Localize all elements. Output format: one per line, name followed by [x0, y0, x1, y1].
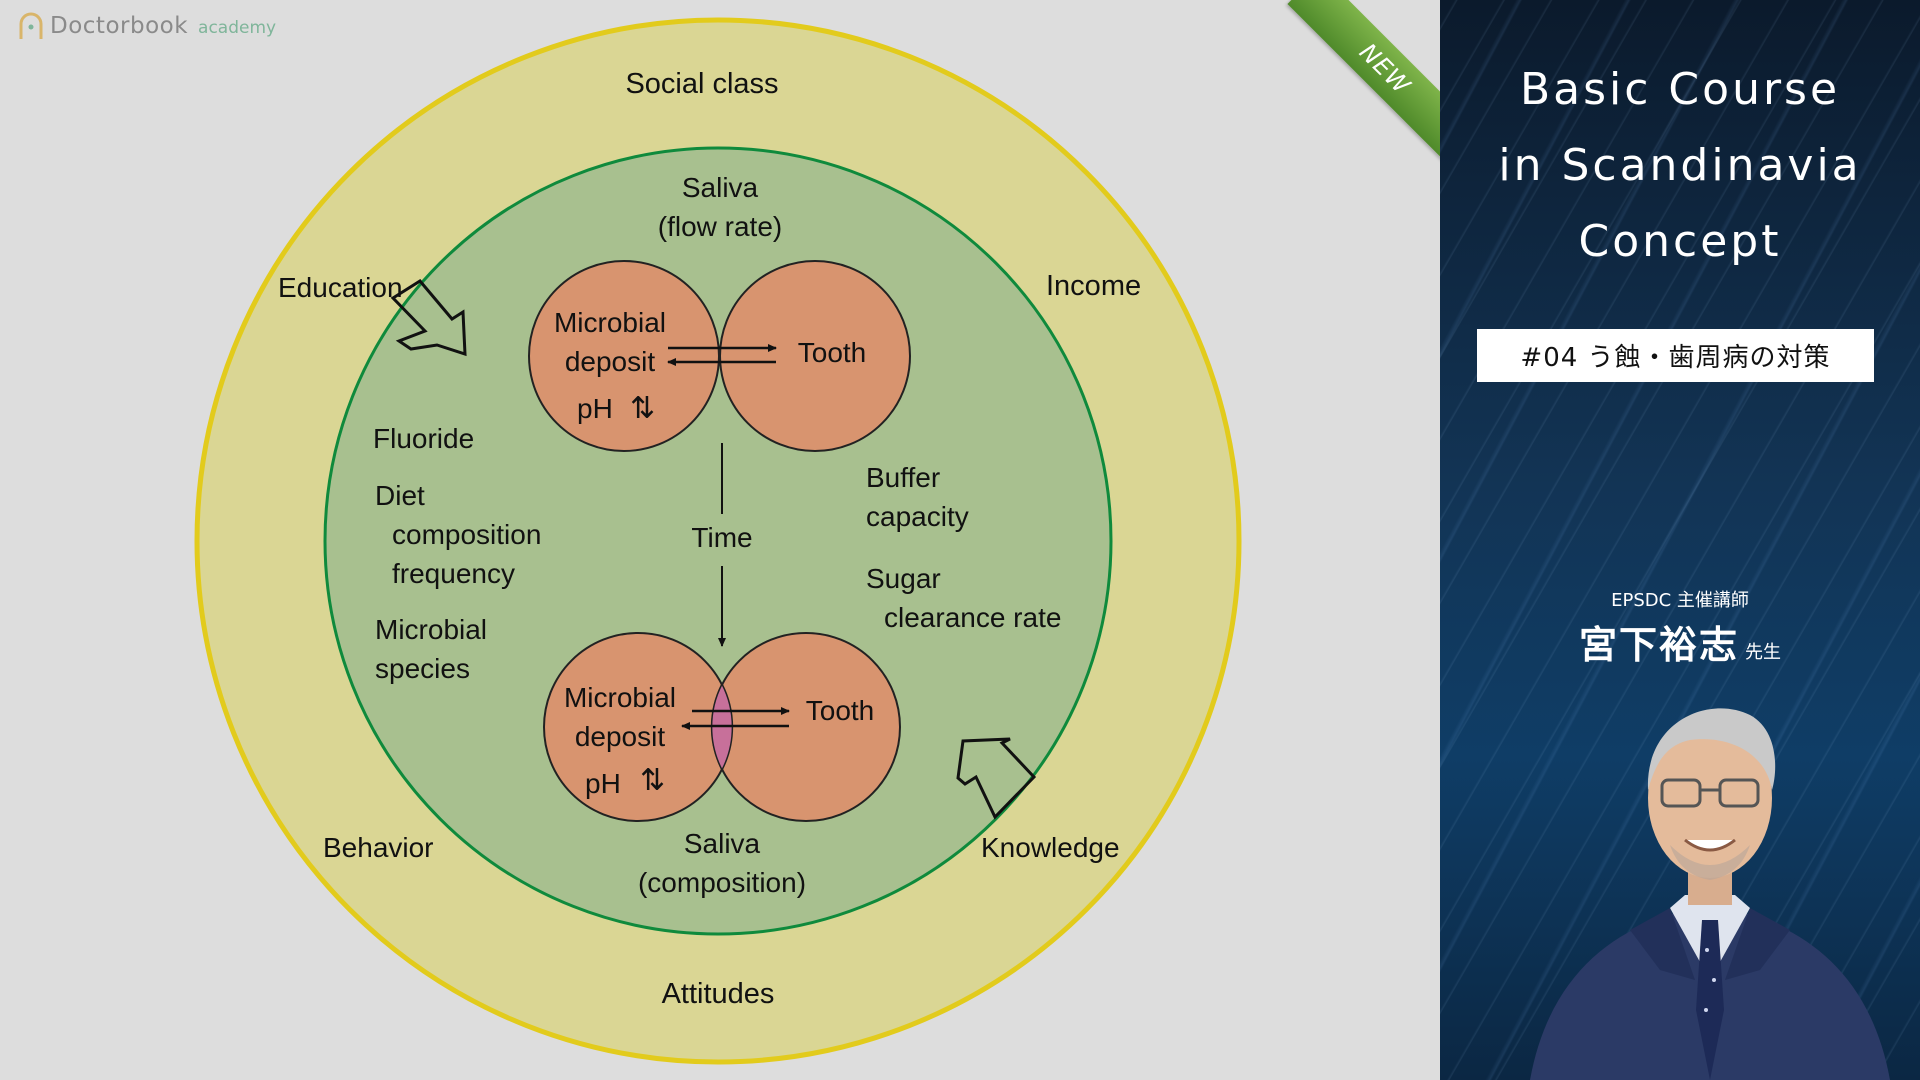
label-flow-rate: (flow rate): [658, 211, 782, 242]
top-deposit-tooth-pair: [528, 260, 911, 452]
bottom-label-microbial: Microbial: [564, 682, 676, 713]
top-tooth-circle: [719, 260, 911, 452]
label-saliva-bottom: Saliva: [684, 828, 761, 859]
label-attitudes: Attitudes: [662, 978, 775, 1010]
label-knowledge: Knowledge: [981, 832, 1120, 863]
instructor-role: EPSDC 主催講師: [1611, 590, 1749, 611]
label-fluoride: Fluoride: [373, 423, 474, 454]
top-ph-arrows: ⇅: [630, 392, 655, 425]
label-buffer: Buffer: [866, 462, 940, 493]
instructor-honorific: 先生: [1745, 642, 1781, 663]
label-sugar: Sugar: [866, 563, 941, 594]
caries-factor-diagram: Social class Attitudes Education Income …: [194, 17, 1242, 1065]
logo-sub: academy: [198, 18, 277, 38]
slide-area: Doctorbook academy NEW: [18, 0, 1440, 1065]
logo-icon: [19, 12, 43, 39]
label-composition: (composition): [638, 867, 806, 898]
label-buffer-capacity: capacity: [866, 501, 969, 532]
label-microbial-species-1: Microbial: [375, 614, 487, 645]
label-diet-frequency: frequency: [392, 558, 515, 589]
brand-logo[interactable]: Doctorbook academy: [18, 10, 276, 42]
top-label-ph: pH: [577, 393, 613, 424]
instructor-line: 宮下裕志先生: [1440, 614, 1920, 669]
label-sugar-clearance: clearance rate: [884, 602, 1061, 633]
knowledge-arrow-icon: [956, 737, 1037, 820]
label-saliva-top: Saliva: [682, 172, 759, 203]
label-behavior: Behavior: [323, 832, 434, 863]
course-title-line-1: Basic Course: [1519, 64, 1841, 115]
label-time: Time: [691, 522, 752, 553]
top-label-deposit: deposit: [565, 346, 656, 377]
course-info-panel: Basic Course in Scandinavia Concept #04 …: [1440, 0, 1920, 1080]
episode-label: #04 う蝕・歯周病の対策: [1477, 329, 1874, 382]
course-title-line-3: Concept: [1578, 216, 1782, 267]
bottom-label-ph: pH: [585, 768, 621, 799]
top-label-microbial: Microbial: [554, 307, 666, 338]
course-title-line-2: in Scandinavia: [1498, 140, 1862, 191]
label-income: Income: [1046, 270, 1141, 302]
bottom-deposit-tooth-pair: [543, 632, 901, 822]
logo-name: Doctorbook: [50, 13, 189, 39]
label-diet-composition: composition: [392, 519, 541, 550]
label-microbial-species-2: species: [375, 653, 470, 684]
bottom-ph-arrows: ⇅: [640, 764, 665, 797]
bottom-label-deposit: deposit: [575, 721, 666, 752]
instructor-name: 宮下裕志: [1578, 623, 1739, 667]
bottom-label-tooth: Tooth: [806, 695, 875, 726]
label-diet: Diet: [375, 480, 425, 511]
course-title: Basic Course in Scandinavia Concept: [1440, 52, 1920, 280]
instructor-portrait: [1530, 708, 1890, 1080]
inner-circle: [323, 146, 1113, 936]
label-education: Education: [278, 272, 403, 303]
label-social-class: Social class: [625, 68, 778, 100]
top-label-tooth: Tooth: [798, 337, 867, 368]
education-arrow-icon: [390, 279, 467, 357]
